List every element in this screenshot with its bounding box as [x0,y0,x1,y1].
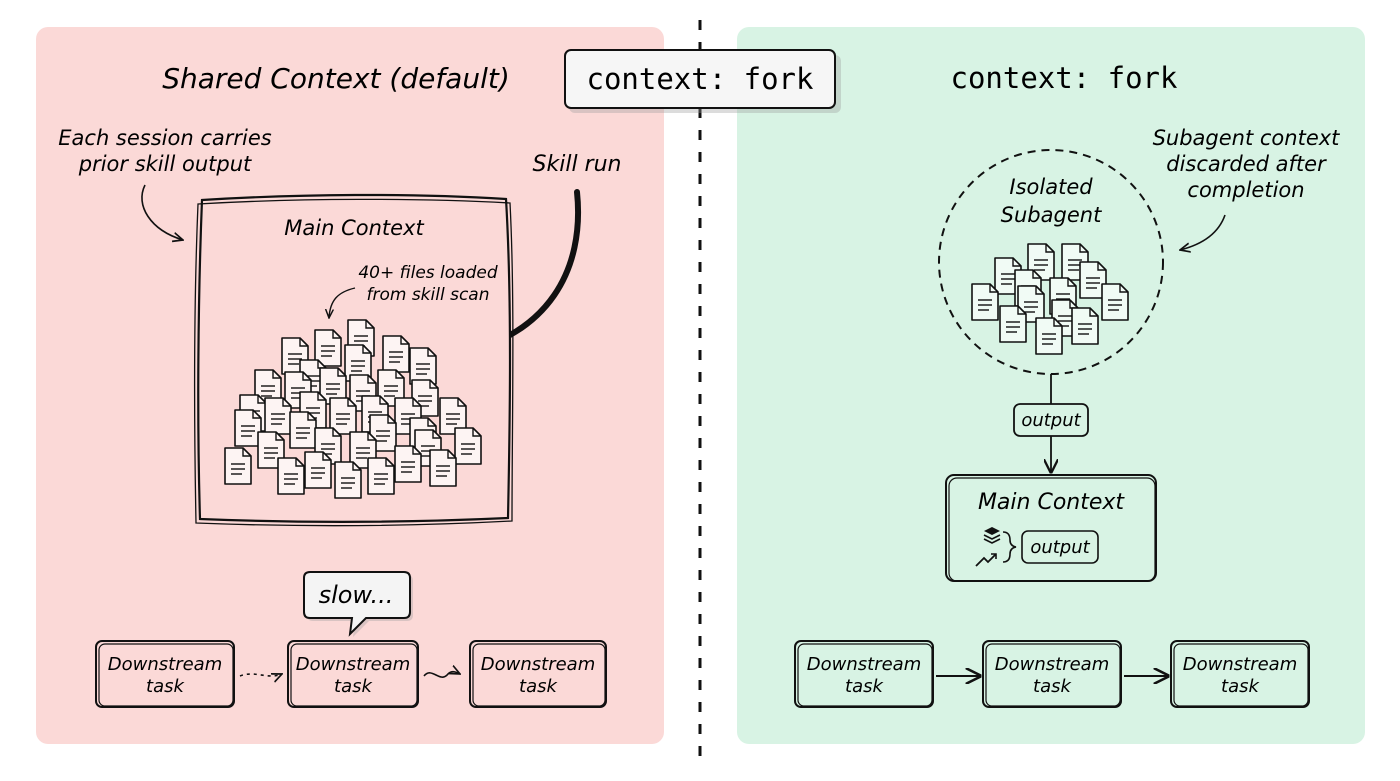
note-discarded-line1: Subagent context [1153,126,1341,150]
left-task-3-line2: task [519,676,558,697]
output-chip-label: output [1021,410,1081,431]
trend-up-icon [975,553,997,567]
right-task-2: Downstream task [982,640,1122,708]
note-session-line2: prior skill output [78,152,252,176]
output-chip: output [1013,403,1089,437]
right-main-context-box [945,474,1157,582]
left-task-2-line2: task [334,676,373,697]
left-task-2: Downstream task [287,640,419,708]
left-task-1: Downstream task [95,640,235,708]
left-task-1-line1: Downstream [108,654,222,675]
note-skill-run: Skill run [533,152,622,177]
right-task-1: Downstream task [794,640,934,708]
note-session-arrow [141,184,183,240]
left-task-3: Downstream task [469,640,607,708]
right-task-3: Downstream task [1170,640,1310,708]
right-task-3-line2: task [1221,676,1260,697]
center-tag: context: fork [564,49,841,113]
left-squiggle-arrow [423,672,460,678]
note-discarded-line3: completion [1187,178,1304,202]
note-session-line1: Each session carries [58,126,272,150]
right-task-1-line2: task [845,676,884,697]
center-tag-label: context: fork [587,62,815,96]
right-title: context: fork [951,61,1179,95]
subagent-label-line2: Subagent [1001,203,1102,227]
note-discarded-arrow [1180,214,1226,250]
right-task-1-line1: Downstream [807,654,921,675]
subagent-label-line1: Isolated [1009,175,1093,199]
left-title: Shared Context (default) [162,62,510,95]
right-task-2-line1: Downstream [995,654,1109,675]
left-task-1-line2: task [146,676,185,697]
slow-speech-bubble: slow... [303,571,413,637]
files-note-arrow [329,287,356,318]
right-task-3-line1: Downstream [1183,654,1297,675]
left-main-context-label: Main Context [284,216,424,240]
left-task-2-line1: Downstream [296,654,410,675]
left-task-3-line1: Downstream [481,654,595,675]
main-context-output-chip: output [1021,530,1099,564]
speech-bubble-text: slow... [319,581,394,609]
files-note-line1: 40+ files loaded [358,263,497,283]
right-task-2-line2: task [1033,676,1072,697]
stack-icon [983,527,1001,544]
files-note-line2: from skill scan [366,285,489,305]
left-dotted-arrow [239,674,282,676]
main-context-output-label: output [1030,537,1090,558]
note-discarded-line2: discarded after [1166,152,1327,176]
output-brace [1002,531,1017,563]
right-main-context-label: Main Context [978,490,1125,515]
